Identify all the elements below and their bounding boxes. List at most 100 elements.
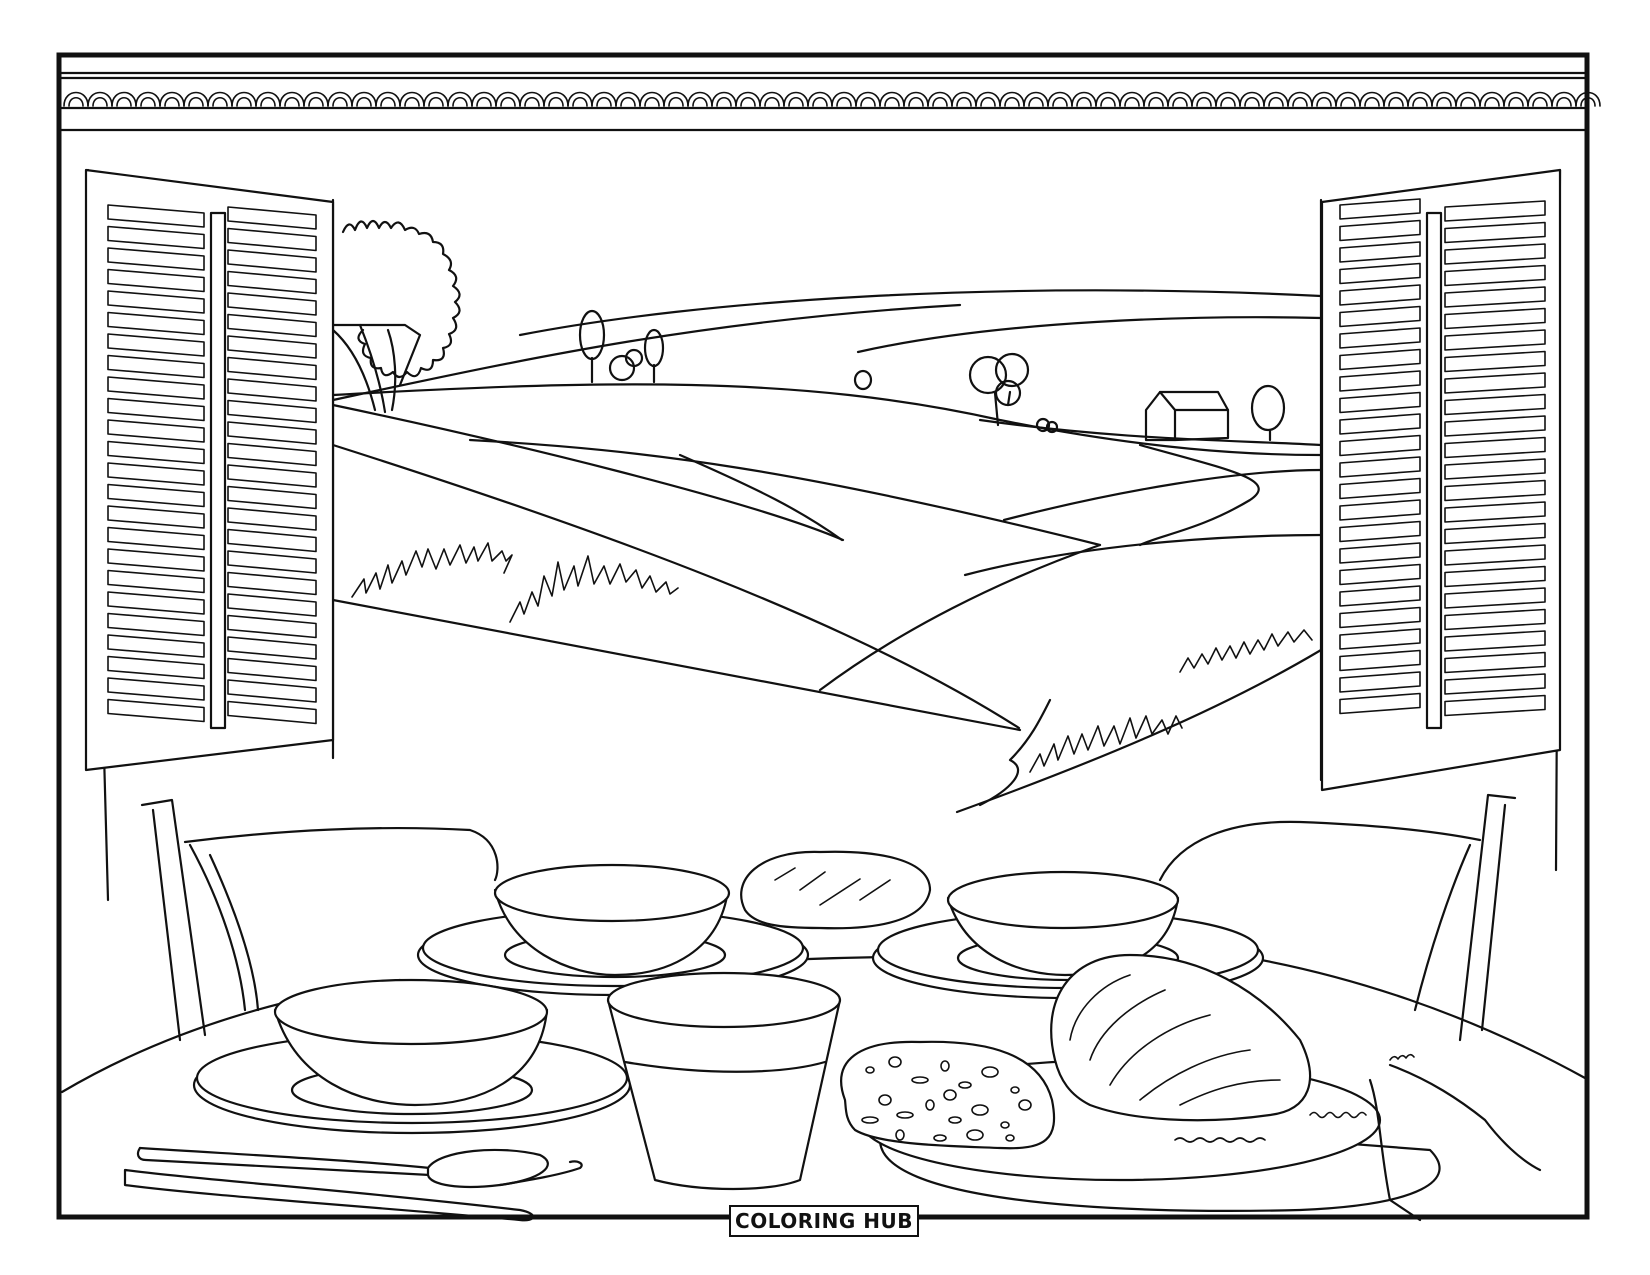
shutter-slat: [1339, 434, 1421, 457]
frieze-arch: [1263, 91, 1289, 107]
frieze-arch: [303, 91, 329, 107]
shutter-slat: [1444, 200, 1546, 222]
frieze-arch: [1407, 91, 1433, 107]
shutter-slat: [1339, 671, 1421, 693]
shutter-slat: [1339, 219, 1421, 242]
frieze-arch-inner: [1508, 96, 1524, 107]
shutter-slat: [1339, 391, 1421, 414]
frieze-arch-inner: [956, 96, 972, 107]
frieze-arch: [1215, 91, 1241, 107]
frieze-arch-inner: [92, 96, 108, 107]
frieze-arch-inner: [1460, 96, 1476, 107]
shutter-slat: [107, 419, 205, 443]
shutter-slat: [1444, 630, 1546, 652]
frieze-arch-inner: [1388, 96, 1404, 107]
shutter-slat: [107, 677, 205, 701]
shutter-slat: [227, 485, 317, 510]
frieze-arch: [111, 91, 137, 107]
shutter-slat: [107, 591, 205, 615]
drinking-glass: [606, 971, 842, 1191]
frieze-arch: [255, 91, 281, 107]
frieze-arch: [1575, 91, 1601, 107]
bread-crumb: [925, 1099, 935, 1111]
shutter-slat: [227, 313, 317, 338]
shutter-slat: [1339, 606, 1421, 629]
shutter-slat: [1444, 286, 1546, 308]
shutter-slat: [227, 528, 317, 553]
frieze-arch-inner: [692, 96, 708, 107]
bread-crumb: [958, 1081, 972, 1089]
frieze-arch-inner: [812, 96, 828, 107]
frieze-arch-inner: [596, 96, 612, 107]
shutter-slat: [1444, 307, 1546, 330]
frieze-arch-inner: [1172, 96, 1188, 107]
bread-crumb: [1018, 1099, 1032, 1111]
shutter-slat: [227, 679, 317, 703]
frieze-arch-inner: [308, 96, 324, 107]
shutter-slat: [107, 505, 205, 529]
frieze-arch-inner: [284, 96, 300, 107]
frieze-arch: [735, 91, 761, 107]
shutter-slat: [1339, 692, 1421, 715]
frieze-arch-inner: [116, 96, 132, 107]
frieze-arch: [375, 91, 401, 107]
shutter-slat: [1339, 649, 1421, 672]
shutter-slat: [107, 462, 205, 486]
shutter-slat: [227, 442, 317, 467]
bread-crumb: [1010, 1086, 1020, 1094]
shutter-slat: [107, 526, 205, 551]
shutter-slat: [227, 335, 317, 359]
left-shutter: [84, 168, 335, 772]
bread-crumb: [896, 1111, 914, 1119]
frieze-arch: [879, 91, 905, 107]
bread-crumb: [888, 1056, 902, 1068]
frieze-arch: [1359, 91, 1385, 107]
frieze-arch: [63, 91, 89, 107]
frieze-arch: [663, 91, 689, 107]
frieze-arch: [1095, 91, 1121, 107]
bread-crumb: [933, 1134, 947, 1142]
frieze-arch-inner: [260, 96, 276, 107]
frieze-arch-inner: [668, 96, 684, 107]
shutter-slat: [1339, 413, 1421, 435]
frieze-arch: [351, 91, 377, 107]
shutter-slat: [1444, 372, 1546, 394]
frieze-arch-inner: [1220, 96, 1236, 107]
frieze-arch: [1431, 91, 1457, 107]
frieze-arch: [1191, 91, 1217, 107]
frieze-arch-inner: [836, 96, 852, 107]
frieze-arch: [783, 91, 809, 107]
shutter-slat: [107, 290, 205, 314]
frieze-arch: [1527, 91, 1553, 107]
frieze-arch: [1047, 91, 1073, 107]
frieze-arch-inner: [452, 96, 468, 107]
frieze-arch-inner: [68, 96, 84, 107]
shutter-slat: [227, 249, 317, 273]
frieze-arch-inner: [236, 96, 252, 107]
shutter-slat: [227, 700, 317, 725]
shutter-slat: [1444, 544, 1546, 566]
shutter-slat: [107, 569, 205, 594]
frieze-arch-inner: [908, 96, 924, 107]
shutter-slat: [1339, 628, 1421, 650]
bread-crumb: [865, 1066, 875, 1074]
shutter-slat: [1339, 520, 1421, 543]
frieze-arch-inner: [188, 96, 204, 107]
frieze-arch: [951, 91, 977, 107]
bread-crumb: [948, 1116, 962, 1124]
brand-logo: COLORING HUB: [729, 1205, 919, 1237]
shutter-slat: [1444, 522, 1546, 545]
shutter-slat: [1339, 198, 1421, 220]
shutter-slat: [227, 571, 317, 596]
frieze-arch-inner: [164, 96, 180, 107]
frieze-arch-inner: [620, 96, 636, 107]
frieze-arch: [1383, 91, 1409, 107]
frieze-arch-inner: [980, 96, 996, 107]
frieze-arch-inner: [1148, 96, 1164, 107]
shutter-slat: [107, 268, 205, 293]
frieze-arch-inner: [740, 96, 756, 107]
frieze-arch: [135, 91, 161, 107]
frieze-arch: [519, 91, 545, 107]
shutter-slat: [1339, 370, 1421, 392]
right-shutter: [1320, 168, 1562, 792]
